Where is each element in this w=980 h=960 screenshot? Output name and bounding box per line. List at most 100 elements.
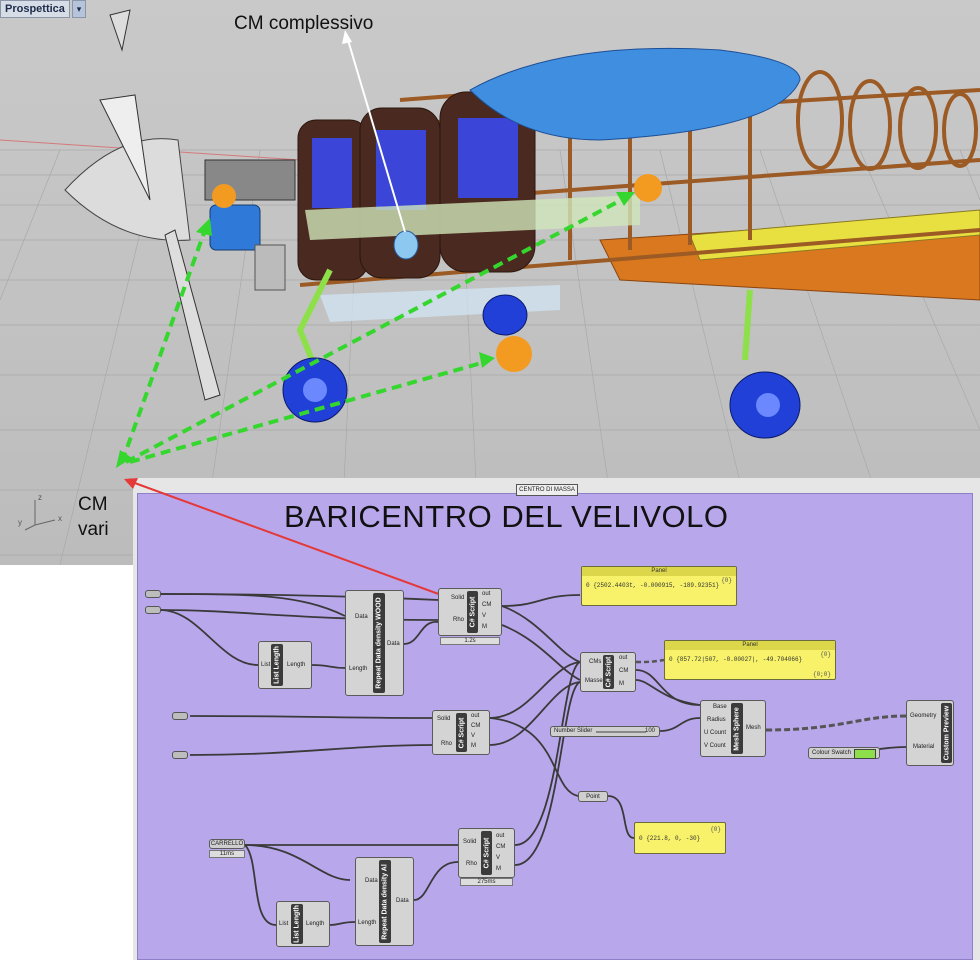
group-label[interactable]: CENTRO DI MASSA — [516, 484, 578, 496]
input-data[interactable]: Data — [355, 614, 368, 620]
panel-index: {0} — [721, 577, 732, 584]
component-label: Custom Preview — [943, 705, 950, 761]
output-data[interactable]: Data — [387, 641, 400, 647]
output-out[interactable]: out — [482, 591, 491, 597]
input-solid[interactable]: Solid — [463, 839, 477, 845]
panel-index: {0} — [820, 651, 831, 658]
panel-value: 0 {857.72|507, -0.00027|, -49.704066} — [669, 656, 803, 663]
output-m[interactable]: M — [496, 866, 501, 872]
csharp-script-component[interactable]: Solid Rho C# Script out CM V M — [432, 710, 490, 755]
input-masse[interactable]: Masse — [585, 678, 603, 684]
panel-value: 0 {2502.4403t, -0.000915, -189.92351} — [586, 582, 720, 589]
input-radius[interactable]: Radius — [707, 717, 726, 723]
output-m[interactable]: M — [482, 624, 487, 630]
input-v-count[interactable]: V Count — [704, 743, 726, 749]
output-cm[interactable]: CM — [482, 602, 492, 608]
component-timing: 275ms — [460, 878, 513, 886]
mass-ball — [212, 184, 236, 208]
input-base[interactable]: Base — [713, 704, 727, 710]
output-v[interactable]: V — [482, 613, 487, 619]
panel-3[interactable]: {0} 0 {221.8, 0, -30} — [634, 822, 726, 854]
annotation-cm-complessivo: CM complessivo — [234, 13, 374, 34]
component-label: C# Script — [458, 717, 465, 748]
input-material[interactable]: Material — [913, 744, 935, 750]
csharp-script-component[interactable]: Solid Rho C# Script out CM V M — [438, 588, 502, 636]
output-out[interactable]: out — [619, 655, 628, 661]
axis-label-z: z — [38, 493, 42, 502]
component-timing: 1.2s — [440, 637, 500, 645]
output-cm[interactable]: CM — [496, 844, 506, 850]
input-data[interactable]: Data — [365, 878, 378, 884]
output-cm[interactable]: CM — [471, 723, 481, 729]
geometry-param[interactable] — [145, 590, 161, 598]
output-v[interactable]: V — [496, 855, 501, 861]
landing-gear — [282, 268, 801, 439]
point-param[interactable]: Point — [578, 791, 608, 802]
output-out[interactable]: out — [496, 833, 505, 839]
repeat-data-al-component[interactable]: Data Length Repeat Data density Al Data — [355, 857, 414, 946]
output-cm[interactable]: CM — [619, 668, 629, 674]
cm-vari-arrows — [120, 196, 626, 464]
output-length[interactable]: Length — [306, 921, 325, 927]
geometry-param[interactable] — [145, 606, 161, 614]
repeat-data-wood-component[interactable]: Data Length Repeat Data density WOOD Dat… — [345, 590, 404, 696]
output-v[interactable]: V — [471, 733, 476, 739]
input-list[interactable]: List — [261, 662, 271, 668]
panel-value: 0 {221.8, 0, -30} — [639, 835, 701, 842]
output-out[interactable]: out — [471, 713, 480, 719]
component-label: List Length — [293, 905, 301, 943]
custom-preview-component[interactable]: Geometry Material Custom Preview — [906, 700, 954, 766]
spinner — [64, 138, 191, 241]
rhino-viewport[interactable]: Prospettica ▾ CM complessivo CM vari z x… — [0, 0, 980, 565]
output-m[interactable]: M — [619, 681, 624, 687]
list-length-component[interactable]: List List Length Length — [276, 901, 330, 947]
carrello-param[interactable]: CARRELLO — [209, 839, 245, 849]
component-label: Mesh Sphere — [733, 706, 741, 751]
mass-ball — [496, 336, 532, 372]
axis-label-x: x — [58, 514, 62, 523]
input-list[interactable]: List — [279, 921, 289, 927]
viewport-tab[interactable]: Prospettica — [0, 0, 70, 18]
carrello-timing: 11ms — [209, 850, 245, 858]
list-length-component[interactable]: List List Length Length — [258, 641, 312, 689]
input-u-count[interactable]: U Count — [704, 730, 727, 736]
component-label: C# Script — [483, 837, 490, 869]
geometry-param[interactable] — [172, 712, 188, 720]
component-label: C# Script — [469, 596, 476, 628]
slider-track[interactable] — [596, 731, 646, 733]
output-data[interactable]: Data — [396, 898, 409, 904]
input-length[interactable]: Length — [358, 920, 377, 926]
panel-footer: {0;0} — [812, 671, 831, 678]
number-slider[interactable]: Number Slider 100 — [550, 726, 660, 737]
component-label: List Length — [273, 646, 281, 684]
input-rho[interactable]: Rho — [466, 861, 478, 867]
csharp-script-component[interactable]: Solid Rho C# Script out CM V M — [458, 828, 515, 878]
colour-swatch[interactable]: Colour Swatch — [808, 747, 880, 759]
input-geometry[interactable]: Geometry — [910, 713, 937, 719]
axis-gizmo — [24, 500, 56, 531]
input-rho[interactable]: Rho — [441, 741, 453, 747]
input-solid[interactable]: Solid — [437, 716, 451, 722]
viewport-menu-icon[interactable]: ▾ — [72, 0, 86, 18]
mass-ball — [634, 174, 662, 202]
overall-cm-marker — [393, 230, 419, 260]
panel-2[interactable]: Panel {0} 0 {857.72|507, -0.00027|, -49.… — [664, 640, 836, 680]
csharp-script-component[interactable]: CMs Masse C# Script out CM M — [580, 652, 636, 692]
output-m[interactable]: M — [471, 743, 476, 749]
component-label: Repeat Data density Al — [381, 863, 389, 940]
slider-value: 100 — [644, 728, 655, 734]
canopy — [469, 47, 801, 141]
panel-1[interactable]: Panel {0} 0 {2502.4403t, -0.000915, -189… — [581, 566, 737, 606]
input-cms[interactable]: CMs — [589, 659, 602, 665]
mesh-sphere-component[interactable]: Base Radius U Count V Count Mesh Sphere … — [700, 700, 766, 757]
output-length[interactable]: Length — [287, 662, 306, 668]
input-length[interactable]: Length — [349, 666, 368, 672]
panel-index: {0} — [710, 826, 721, 833]
annotation-cm-vari-line2: vari — [78, 519, 109, 540]
input-rho[interactable]: Rho — [453, 617, 465, 623]
input-solid[interactable]: Solid — [451, 595, 465, 601]
output-mesh[interactable]: Mesh — [746, 725, 761, 731]
geometry-param[interactable] — [172, 751, 188, 759]
swatch-color[interactable] — [854, 749, 876, 759]
cm-complessivo-arrow — [347, 39, 406, 233]
